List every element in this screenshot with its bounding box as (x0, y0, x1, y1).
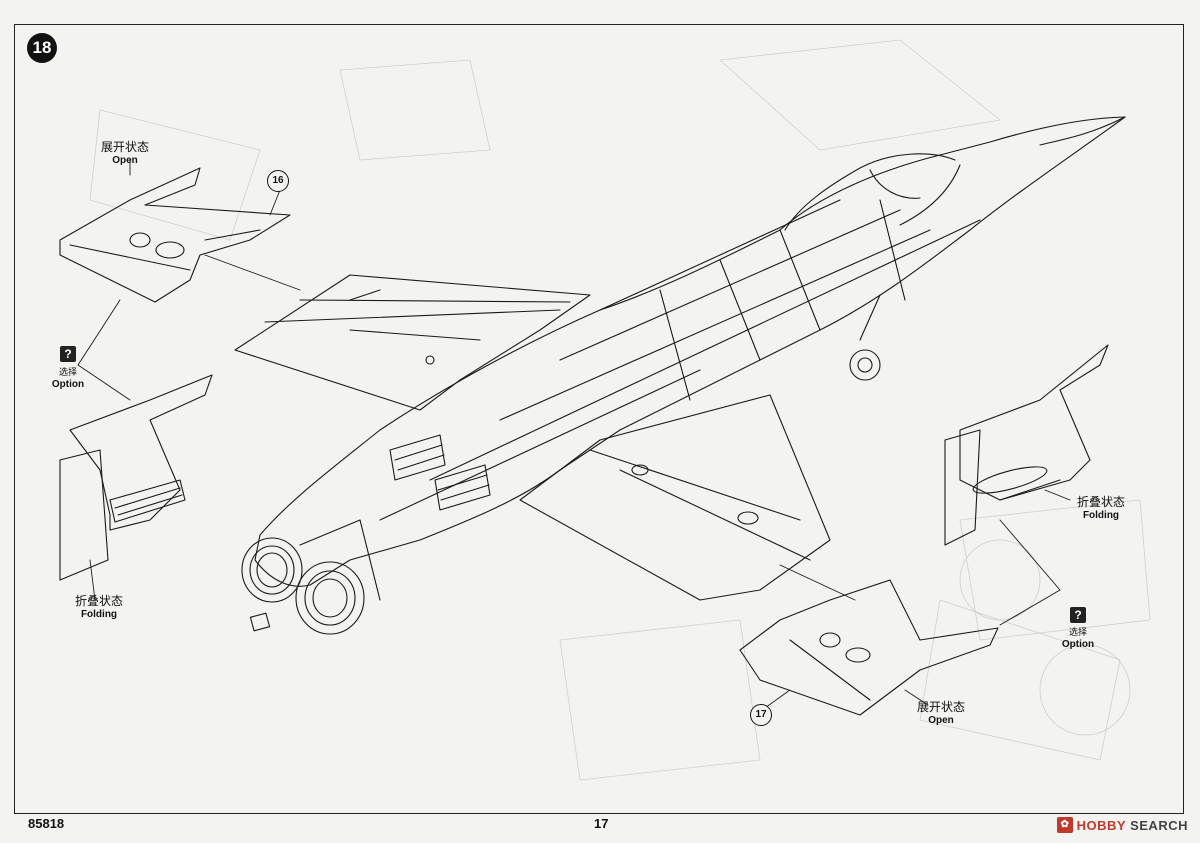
open-label-en: Open (928, 715, 954, 726)
option-label-zh: 选择 (58, 368, 77, 378)
folding-label-right: 折叠状态 Folding (1066, 495, 1136, 523)
engine-nozzles (241, 519, 381, 635)
outer-wing-folded-left (59, 374, 213, 581)
nose-gear (849, 294, 881, 381)
open-label-bottom-right: 展开状态 Open (906, 700, 976, 728)
watermark-suffix: SEARCH (1130, 817, 1188, 833)
option-label-left: 选择 Option (48, 368, 88, 392)
aircraft-fuselage (254, 116, 1126, 587)
leader-lines (77, 159, 1071, 711)
open-label-zh: 展开状态 (916, 700, 965, 714)
outer-wing-folded-right (944, 344, 1109, 546)
callout-16: 16 (267, 170, 289, 192)
folding-label-en: Folding (80, 609, 118, 620)
option-label-zh: 选择 (1068, 628, 1087, 638)
right-wing (519, 394, 831, 601)
left-wing (234, 274, 591, 411)
option-label-en: Option (51, 379, 85, 391)
open-label-en: Open (112, 155, 138, 166)
folding-label-left: 折叠状态 Folding (64, 594, 134, 622)
open-label-top-left: 展开状态 Open (90, 140, 160, 168)
callout-17: 17 (750, 704, 772, 726)
folding-label-en: Folding (1082, 510, 1120, 521)
vent-grilles (389, 434, 491, 511)
watermark-brand: HOBBY (1076, 817, 1127, 833)
question-mark-icon: ? (1070, 607, 1086, 623)
outer-wing-open-top-left (59, 167, 291, 303)
option-label-en: Option (1061, 639, 1095, 651)
kit-number: 85818 (28, 816, 65, 831)
step-number-badge: 18 (27, 33, 57, 63)
hobby-search-logo-icon: ✿ (1056, 817, 1073, 833)
ghost-background (89, 39, 1151, 781)
page-frame (14, 24, 1184, 814)
folding-label-zh: 折叠状态 (74, 594, 123, 608)
open-label-zh: 展开状态 (100, 140, 149, 154)
hobby-search-watermark: ✿ HOBBY SEARCH (1056, 817, 1188, 833)
option-label-right: 选择 Option (1058, 628, 1098, 652)
page-number: 17 (594, 816, 609, 831)
folding-label-zh: 折叠状态 (1076, 495, 1125, 509)
question-mark-icon: ? (60, 346, 76, 362)
outer-wing-open-bottom-right (739, 579, 999, 716)
